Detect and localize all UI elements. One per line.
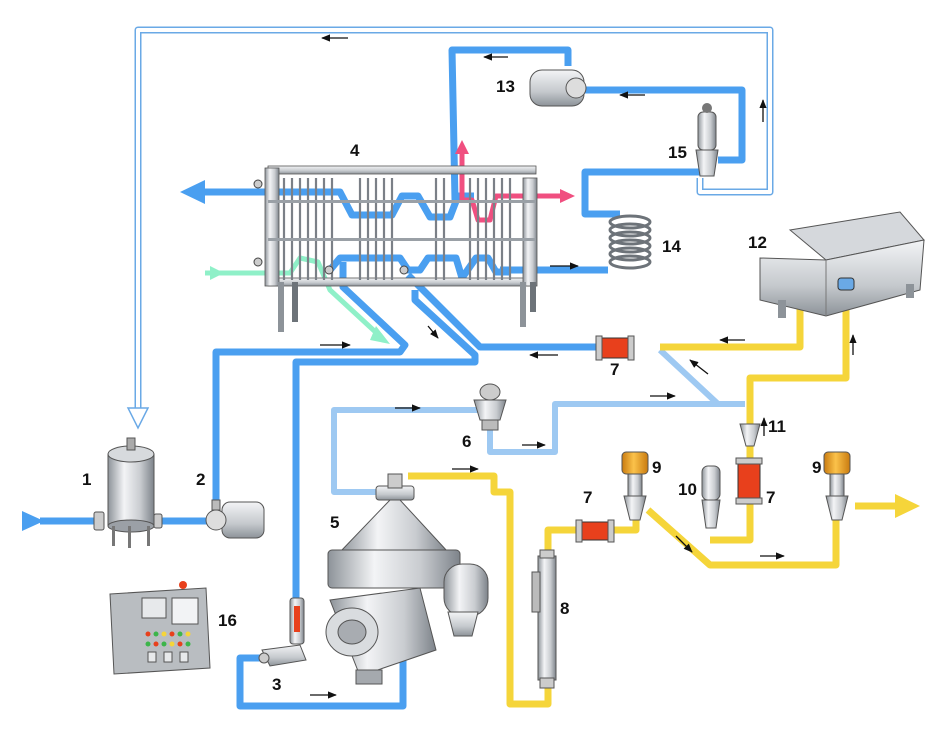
milk-inlet-arrow [22,511,44,531]
booster-pump [529,69,587,107]
density-transmitter [531,549,557,689]
heating-water-pipes [455,140,575,223]
label-plate-heat-exchanger: 4 [350,141,360,160]
blue-product-pipes [22,46,746,710]
feed-pump [205,499,265,539]
label-holding-tube: 14 [662,237,681,256]
flow-control-unit [258,597,307,667]
flow-meter-top [595,335,635,361]
plate-heat-exchanger [253,165,538,332]
cooling-in-arrow [210,266,224,280]
flow-meter-right [735,457,763,505]
balance-tank [93,437,163,548]
label-separator: 5 [330,513,339,532]
skim-outlet-arrow [180,180,205,204]
label-regulating-valve-right: 9 [812,458,821,477]
flow-meter-mid [575,519,615,543]
label-flow-meter-top: 7 [610,360,619,379]
label-flow-diversion-valve: 15 [668,143,687,162]
label-booster-pump: 13 [496,77,515,96]
standardization-control-unit [759,211,925,318]
flow-diversion-valve [695,103,719,177]
label-feed-pump: 2 [196,470,205,489]
hot-water-in-arrow [560,189,575,203]
holding-tube [608,214,652,270]
label-check-valve: 11 [768,417,786,436]
component-labels: 1 2 3 4 5 6 7 7 7 8 9 9 10 11 12 13 14 1… [82,77,821,694]
separator [325,473,489,685]
label-flow-control: 3 [272,675,281,694]
label-control-panel: 16 [218,611,237,630]
skim-milk-pipes [331,347,745,495]
label-flow-meter-mid: 7 [583,488,592,507]
panel-buttons [145,631,191,647]
constant-pressure-valve [473,383,507,431]
hot-water-out-arrow [455,140,469,154]
label-shut-off-valve: 10 [678,480,697,499]
label-density-transmitter: 8 [560,599,569,618]
label-regulating-valve-left: 9 [652,458,661,477]
regulating-valve-right [823,451,851,521]
regulating-valve-left [621,451,649,521]
diversion-return-line [126,26,774,430]
flow-arrows [310,34,857,699]
shut-off-valve [701,465,721,529]
check-valve [739,423,761,447]
cooling-out-arrow [370,326,390,344]
control-panel [109,581,211,675]
label-constant-pressure-valve: 6 [462,432,471,451]
label-flow-meter-right: 7 [766,488,775,507]
cream-outlet-arrow [895,494,920,518]
label-standardization-unit: 12 [748,233,767,252]
return-inlet-arrow [126,407,150,430]
label-tank: 1 [82,470,91,489]
